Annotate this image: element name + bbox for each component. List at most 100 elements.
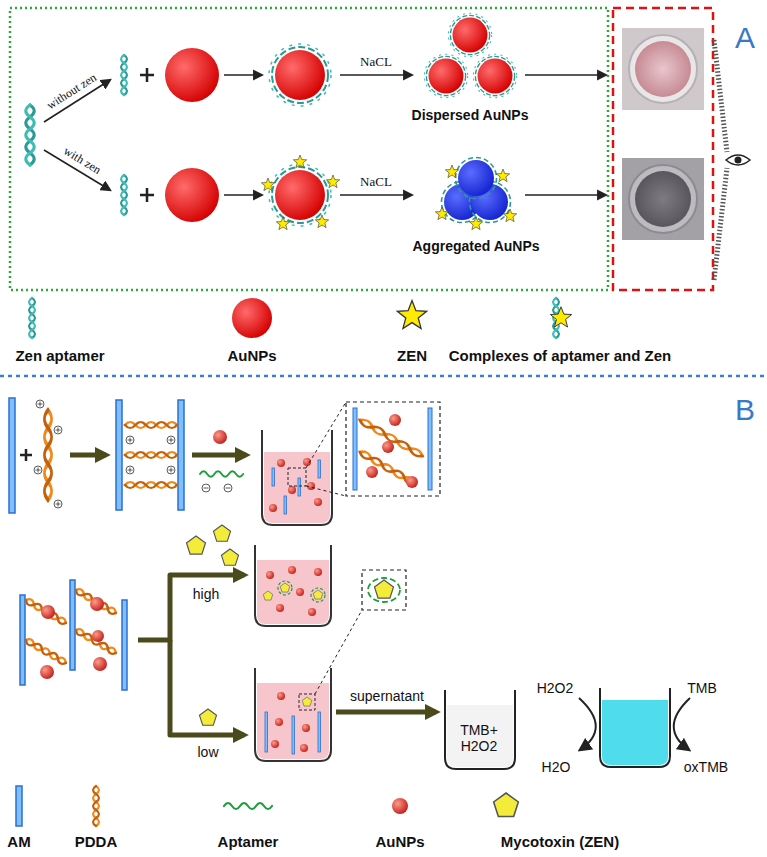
beaker (314, 568, 322, 576)
aggregated-cluster (456, 158, 497, 199)
zoom-inset (346, 402, 440, 496)
beaker (263, 591, 273, 600)
legend-symbol (397, 301, 426, 329)
beaker (255, 545, 331, 626)
process-arrow (170, 640, 244, 735)
reaction-arrow (44, 150, 110, 190)
pdda-polymer (54, 426, 62, 434)
am-network (25, 637, 68, 665)
beaker (276, 604, 284, 612)
plus-sign (140, 68, 154, 202)
zen-molecule (315, 215, 328, 228)
reagent-addition (224, 484, 232, 492)
reaction-arrow (340, 194, 412, 196)
legend-entry: Complexes of aptamer and Zen (449, 347, 672, 364)
am-network (75, 587, 118, 615)
beaker (255, 668, 331, 761)
legend-symbol (16, 786, 22, 826)
zoom-inset (306, 402, 440, 496)
dispersed-cluster (448, 13, 491, 56)
zoom-inset (366, 466, 378, 478)
beaker (445, 690, 515, 769)
zoom-inset (315, 570, 406, 694)
gold-nanoparticle (165, 48, 219, 102)
well-photo (635, 41, 691, 97)
am-network (92, 630, 104, 642)
beaker (255, 545, 331, 626)
color-beaker (602, 700, 668, 765)
am-network (25, 597, 68, 625)
zen-molecule (326, 175, 339, 188)
legend-symbol (224, 803, 272, 809)
process-arrow (70, 455, 436, 735)
step-label: supernatant (350, 688, 424, 704)
am-membrane (9, 398, 184, 690)
pdda-polymer (34, 400, 177, 508)
legend-entry: Mycotoxin (ZEN) (501, 833, 619, 850)
legend-symbol (29, 298, 35, 338)
beaker (298, 478, 301, 496)
am-membrane (122, 600, 127, 690)
am-network (93, 657, 107, 671)
beaker (262, 430, 332, 525)
node-text: TMB+ H2O2 (453, 722, 505, 754)
beaker (266, 571, 274, 579)
beaker (269, 504, 277, 512)
beaker (447, 705, 513, 767)
photo-frame (613, 8, 713, 290)
mycotoxin-symbol (199, 709, 216, 725)
reagent-addition (202, 484, 210, 492)
well-photo (622, 28, 704, 110)
concentration-label: low (197, 744, 218, 760)
legend-symbol (29, 298, 572, 338)
zen-molecule (261, 155, 339, 230)
beaker (318, 712, 321, 752)
legend-label: AuNPs (375, 833, 424, 850)
pdda-polymer (44, 410, 51, 500)
legend-label: Zen aptamer (15, 347, 104, 364)
aptamer-coated-particle (269, 44, 331, 106)
reaction-arrow (525, 74, 606, 76)
aggregated-cluster (435, 207, 448, 220)
sight-line (714, 40, 727, 152)
beaker (277, 459, 285, 467)
am-membrane (70, 580, 75, 670)
am-membrane (178, 400, 184, 510)
am-network (90, 597, 104, 611)
node-text: Dispersed AuNPs (411, 107, 530, 123)
am-membrane (9, 398, 15, 513)
aggregated-cluster (445, 165, 458, 178)
beaker (265, 712, 321, 754)
zoom-inset (389, 414, 401, 426)
panel-a-frame (10, 8, 608, 290)
panel-a-frame (10, 8, 608, 290)
arrow-label: with zen (61, 144, 103, 177)
reaction-arrow (525, 194, 606, 196)
am-membrane (116, 400, 122, 510)
reagent-label: H2O2 (537, 680, 574, 696)
pdda-polymer (125, 482, 177, 488)
pdda-polymer (54, 500, 62, 508)
pdda-polymer (125, 422, 177, 428)
am-network (41, 605, 55, 619)
zen-molecule (276, 217, 289, 230)
zoom-inset (306, 486, 346, 496)
arrow-label: without zen (45, 71, 100, 113)
pdda-polymer (126, 466, 134, 474)
reagent-beaker: TMB+ H2O2 (450, 719, 510, 758)
legend-entry: AuNPs (227, 347, 276, 364)
zoom-inset (368, 578, 400, 602)
pdda-polymer (34, 466, 42, 474)
mycotoxin-symbol (187, 525, 239, 725)
pdda-polymer (167, 466, 175, 474)
plus-sign (20, 449, 32, 461)
dispersed-cluster (424, 54, 467, 97)
beaker (288, 566, 296, 574)
panel-separator (0, 375, 767, 378)
pdda-polymer (125, 452, 177, 458)
arrow-label: NaCL (360, 55, 392, 70)
mycotoxin-symbol (221, 549, 238, 565)
